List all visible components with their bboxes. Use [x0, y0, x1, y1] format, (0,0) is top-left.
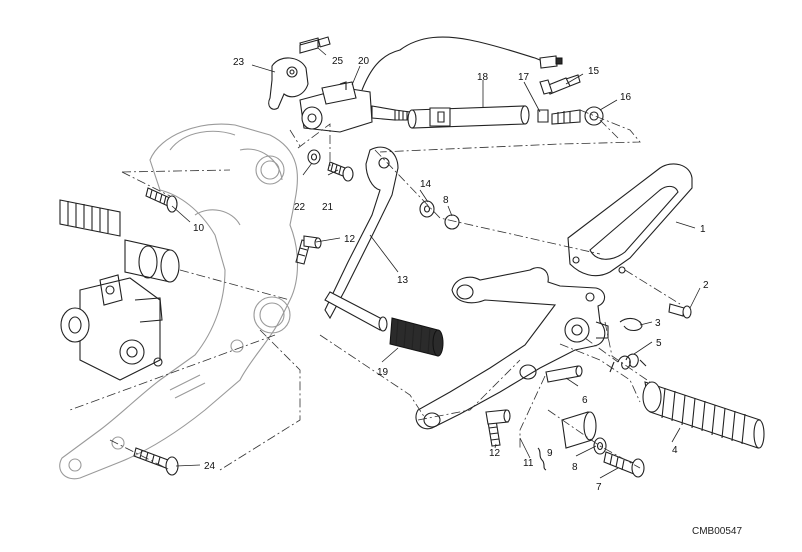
callout-9: 9: [547, 448, 553, 459]
callout-8-upper: 8: [443, 195, 449, 206]
callout-12-upper: 12: [344, 234, 356, 245]
callout-8-lower: 8: [572, 462, 578, 473]
callout-23: 23: [233, 57, 245, 68]
shift-lever: [324, 146, 444, 357]
callout-13: 13: [397, 275, 409, 286]
footrest-bracket: [415, 267, 609, 430]
bracket-plate: [567, 163, 693, 277]
drawing-code: CMB00547: [692, 526, 742, 537]
callout-11: 11: [523, 458, 534, 469]
callout-22: 22: [294, 202, 306, 213]
callout-2: 2: [703, 280, 709, 291]
callout-3: 3: [655, 318, 661, 329]
callout-16: 16: [620, 92, 632, 103]
callout-18: 18: [477, 72, 489, 83]
callout-19: 19: [377, 367, 389, 378]
callout-7: 7: [596, 482, 602, 493]
frame-outline: [59, 123, 299, 480]
callout-6: 6: [582, 395, 588, 406]
footpeg: [642, 381, 765, 449]
callout-1: 1: [700, 224, 706, 235]
callout-labels: 1 2 3 4 5 6 7 8 8 9 10 11 12 12 13 14 15…: [193, 56, 709, 493]
shift-linkage-upper: [268, 36, 604, 133]
callout-10: 10: [193, 223, 205, 234]
callout-25: 25: [332, 56, 344, 67]
left-shaft-assembly: [59, 199, 180, 381]
callout-15: 15: [588, 66, 600, 77]
callout-14: 14: [420, 179, 432, 190]
callout-17: 17: [518, 72, 530, 83]
callout-24: 24: [204, 461, 216, 472]
bolts: [133, 39, 692, 476]
callout-5: 5: [656, 338, 662, 349]
callout-21: 21: [322, 202, 334, 213]
callout-4: 4: [672, 445, 678, 456]
callout-12-lower: 12: [489, 448, 501, 459]
leader-lines: [171, 47, 701, 479]
callout-20: 20: [358, 56, 370, 67]
assembly-lines: [69, 109, 681, 471]
